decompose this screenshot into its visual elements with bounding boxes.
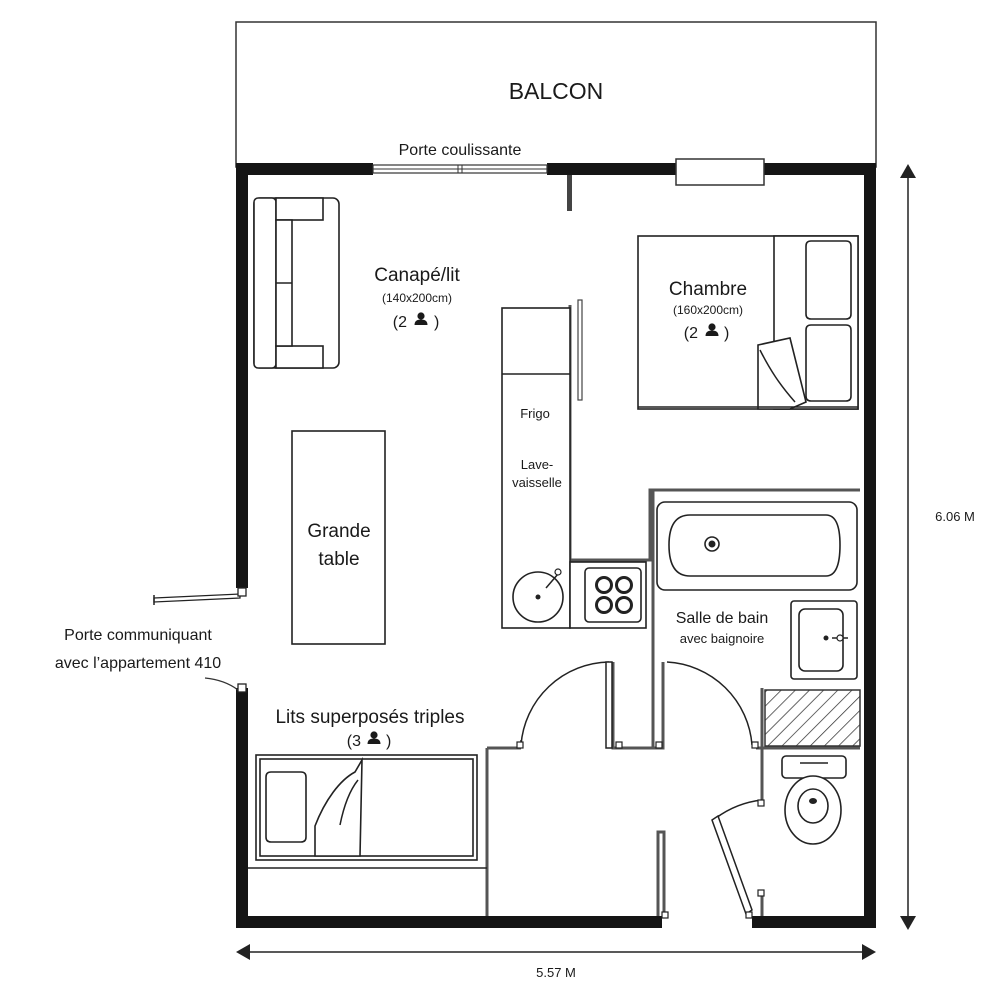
double-bed xyxy=(637,235,859,410)
sofa-bed xyxy=(253,197,340,369)
sofa-bed-label: Canapé/lit xyxy=(374,265,460,286)
dishwasher-label-line2: vaisselle xyxy=(512,475,562,490)
bedroom-guests-open: (2 xyxy=(684,325,698,342)
cooktop-icon xyxy=(584,567,642,623)
dining-table xyxy=(291,430,386,645)
bedroom-guests-close: ) xyxy=(724,325,729,342)
kitchen-sink xyxy=(512,568,564,623)
sofa-bed-size: (140x200cm) xyxy=(382,291,452,305)
person-icon xyxy=(367,731,381,744)
sofa-bed-guests-open: (2 xyxy=(393,314,407,331)
height-dimension xyxy=(900,164,916,930)
bunk-beds-guests-open: (3 xyxy=(347,733,361,750)
fridge-label: Frigo xyxy=(520,406,550,421)
bunk-beds xyxy=(248,754,487,869)
person-icon xyxy=(414,312,428,325)
window xyxy=(675,158,765,186)
washbasin xyxy=(790,600,858,680)
balcony-label: BALCON xyxy=(509,78,604,104)
bunk-beds-guests-close: ) xyxy=(386,733,391,750)
sliding-door xyxy=(372,164,548,174)
table-label-line2: table xyxy=(318,549,359,570)
bathroom-label-line1: Salle de bain xyxy=(676,610,769,627)
bunk-beds-label: Lits superposés triples xyxy=(275,707,464,728)
outer-walls xyxy=(236,163,876,928)
sofa-bed-guests-close: ) xyxy=(434,314,439,331)
dishwasher-label-line1: Lave- xyxy=(521,457,554,472)
bedroom-size: (160x200cm) xyxy=(673,303,743,317)
width-dimension-label: 5.57 M xyxy=(536,965,576,980)
width-dimension xyxy=(236,944,876,960)
bathroom-label-line2: avec baignoire xyxy=(680,631,765,646)
connecting-door-label-line2: avec l’appartement 410 xyxy=(55,655,221,672)
utility-closet xyxy=(764,689,861,747)
faucet-icon xyxy=(545,568,562,589)
toilet-icon xyxy=(781,755,847,845)
table-label-line1: Grande xyxy=(307,521,370,542)
bathtub xyxy=(656,501,858,591)
door-swings xyxy=(516,661,765,919)
connecting-door-label-line1: Porte communiquant xyxy=(64,627,212,644)
height-dimension-label: 6.06 M xyxy=(935,509,975,524)
balcony: BALCON xyxy=(235,21,877,168)
bedroom-label: Chambre xyxy=(669,279,747,300)
connecting-door xyxy=(153,587,247,693)
sliding-door-label: Porte coulissante xyxy=(399,142,522,159)
